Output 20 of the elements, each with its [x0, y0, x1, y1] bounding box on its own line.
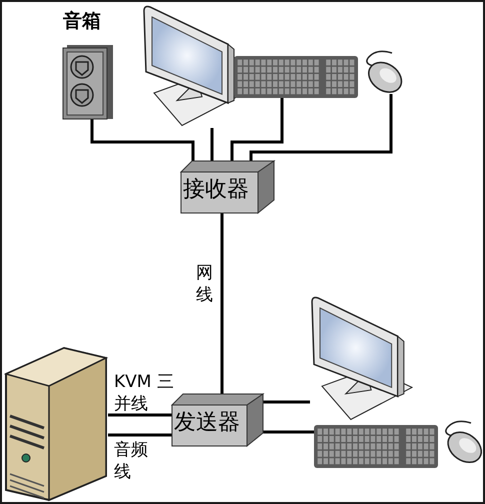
cable-line — [263, 400, 310, 404]
cable-line — [108, 414, 172, 416]
cable-line — [230, 98, 284, 161]
cable-line — [220, 213, 224, 394]
cable-line — [250, 94, 392, 161]
device-label: 发送器 — [174, 412, 240, 434]
keyboard-drawing — [314, 425, 438, 468]
device-label: 接收器 — [183, 179, 249, 201]
monitor-drawing — [310, 294, 412, 422]
keyboard-drawing — [234, 56, 358, 98]
cable-line — [210, 128, 214, 161]
edge-label: 音频线 — [114, 439, 149, 484]
edge-label: KVM 三并线 — [114, 371, 174, 416]
cable-line — [90, 119, 194, 161]
cable-line — [263, 430, 314, 434]
speaker-drawing — [63, 45, 113, 119]
device-caption: 音箱 — [63, 10, 101, 34]
edge-label: 网线 — [196, 262, 213, 306]
cable-line — [108, 434, 172, 436]
computer-tower-drawing — [4, 346, 108, 502]
